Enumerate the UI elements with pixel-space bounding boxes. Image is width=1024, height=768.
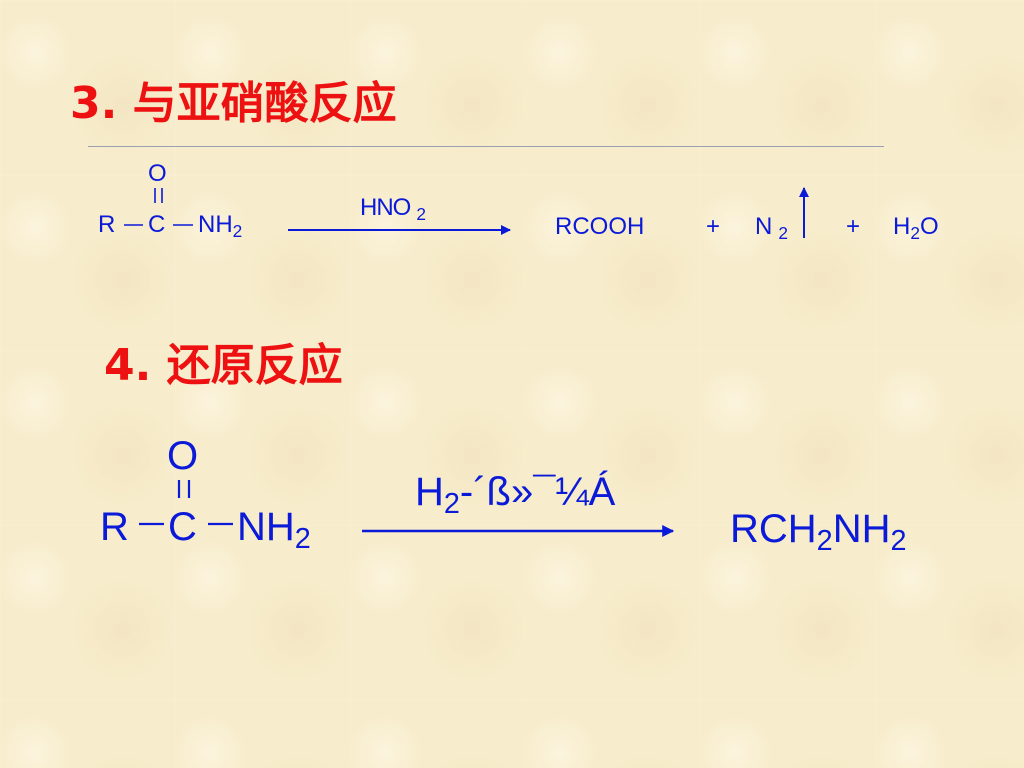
s3-nh-sub: 2 — [232, 220, 243, 241]
s3-n-sub: 2 — [778, 222, 788, 243]
section-3-heading: 3. 与亚硝酸反应 — [70, 78, 397, 129]
s3-reagent-sub: 2 — [416, 203, 426, 224]
s4-reagent-sub: 2 — [443, 488, 460, 521]
s4-product-a-sub: 2 — [816, 525, 833, 558]
s3-carbonyl-oxygen: O — [148, 160, 167, 187]
divider-line — [88, 146, 884, 147]
s3-h-text: H — [893, 213, 911, 240]
s4-product-a: RCH — [730, 507, 817, 551]
s3-product-rcooh: RCOOH — [555, 213, 645, 240]
s4-nh-text: NH — [237, 505, 295, 549]
s3-n-text: N — [755, 213, 773, 240]
s4-reagent-rest: -´ß»¯¼Á — [459, 470, 616, 514]
s4-carbon: C — [168, 505, 197, 549]
s3-nh-text: NH — [198, 211, 233, 238]
s4-reagent-h: H — [415, 470, 444, 514]
s4-reagent: H2-´ß»¯¼Á — [415, 470, 616, 520]
s4-amide-nh2: NH2 — [237, 505, 311, 555]
s3-h-sub: 2 — [910, 222, 920, 243]
section-4-heading: 4. 还原反应 — [104, 340, 343, 391]
s4-carbonyl-oxygen: O — [167, 434, 199, 478]
s4-nh-sub: 2 — [294, 523, 311, 556]
s3-amide-nh2: NH2 — [198, 211, 243, 241]
s3-r-group: R — [98, 211, 116, 238]
s3-plus-1: + — [706, 213, 721, 240]
s3-plus-2: + — [846, 213, 861, 240]
s4-r-group: R — [100, 505, 129, 549]
s4-product-b: NH — [832, 507, 891, 551]
s3-product-h2o: H2O — [893, 213, 939, 243]
s3-reagent-text: HNO — [360, 194, 411, 221]
s4-product-b-sub: 2 — [890, 525, 907, 558]
s4-product-rch2nh2: RCH2NH2 — [730, 507, 906, 557]
s3-o-text: O — [919, 213, 939, 240]
s3-carbon: C — [148, 211, 166, 238]
